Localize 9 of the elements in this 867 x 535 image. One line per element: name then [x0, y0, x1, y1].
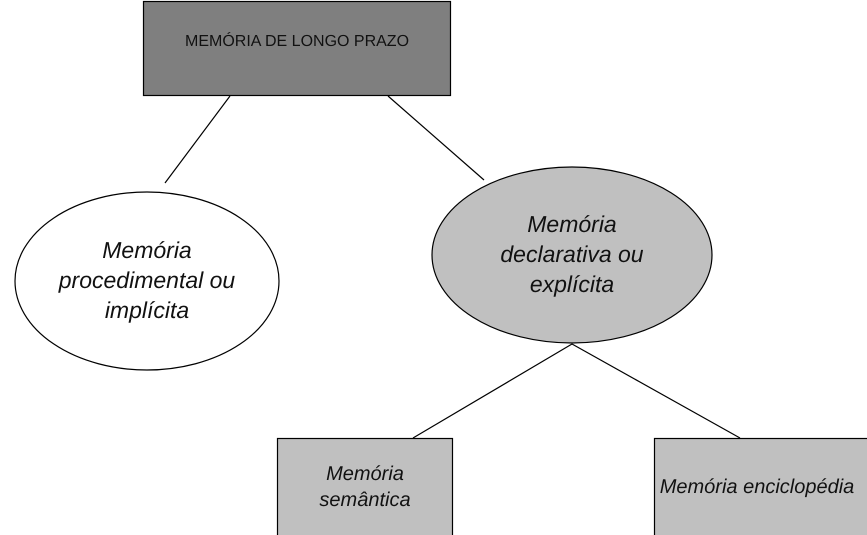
connector-line: [412, 343, 572, 439]
node-label: MEMÓRIA DE LONGO PRAZO: [184, 32, 410, 52]
node-label: Memória declarativa ou explícita: [499, 210, 645, 299]
node-label: Memória semântica: [318, 462, 412, 513]
connector-line: [164, 96, 230, 184]
node-label: Memória enciclopédia: [660, 475, 854, 500]
node-label: Memória procedimental ou implícita: [57, 236, 236, 325]
connector-line: [572, 343, 740, 439]
connector-line: [388, 96, 484, 180]
